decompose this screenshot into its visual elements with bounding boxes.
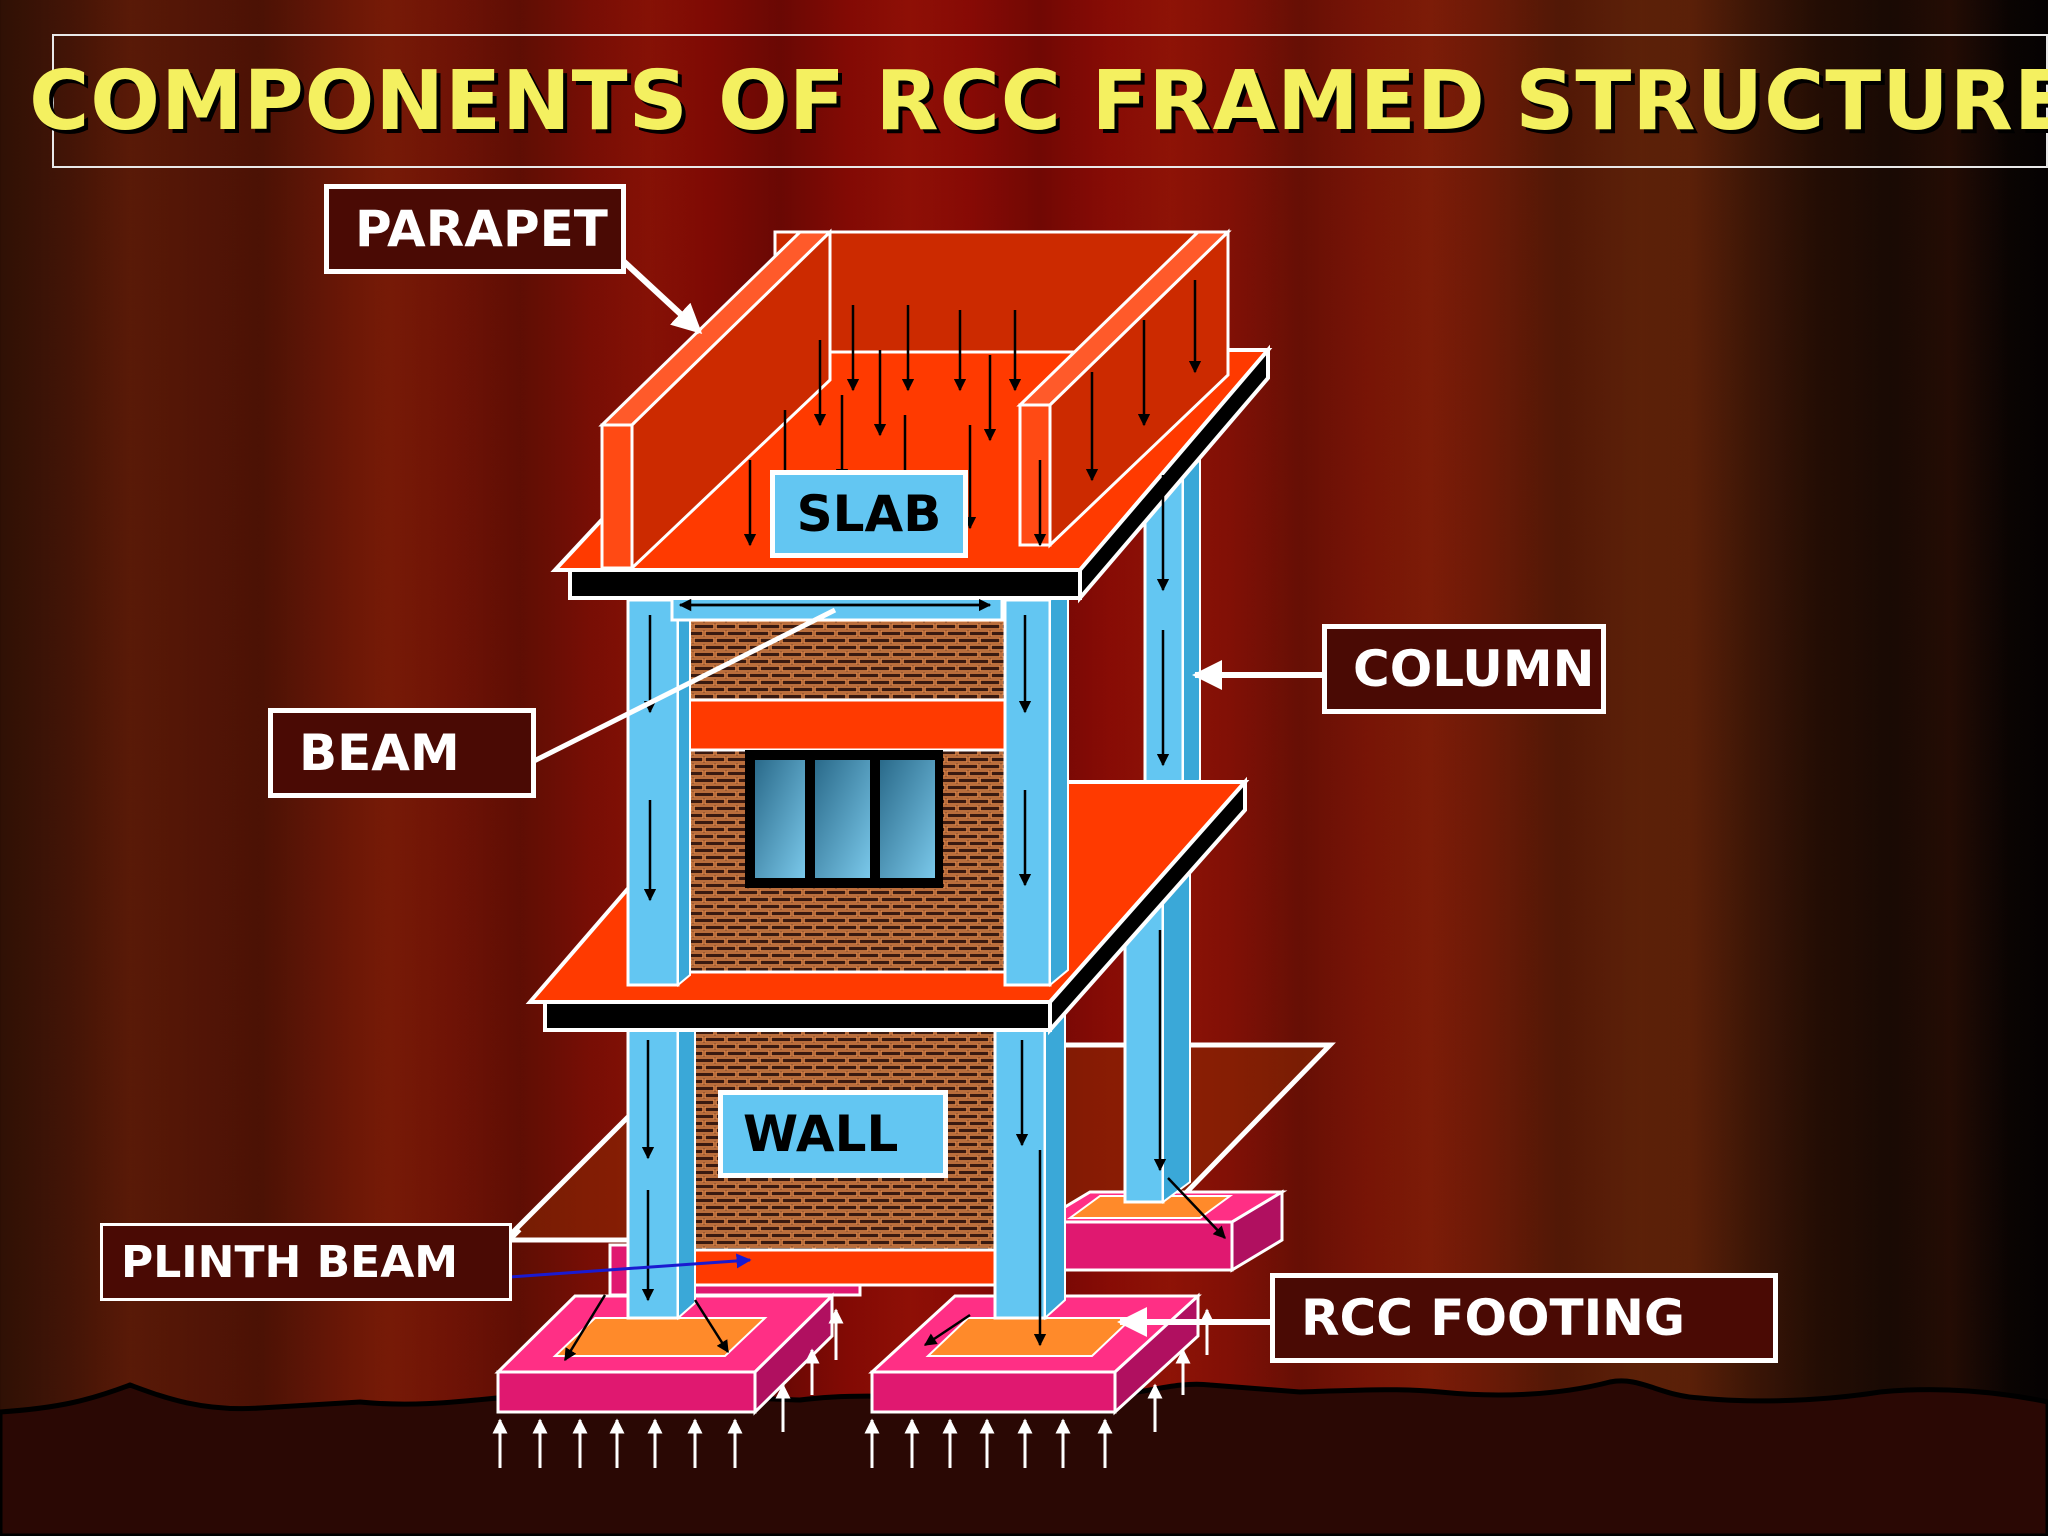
label-leader-lines — [494, 255, 1322, 1337]
column-front-left-upper — [626, 598, 680, 987]
roof-beam — [670, 596, 1004, 622]
plinth-beam-label: PLINTH BEAM — [100, 1223, 512, 1301]
column-front-right-upper — [1003, 598, 1052, 987]
footing-back-right — [1034, 1189, 1288, 1273]
column-load-arrows — [563, 475, 1226, 1362]
page-title: COMPONENTS OF RCC FRAMED STRUCTURE — [29, 53, 2048, 149]
wall-label: WALL — [718, 1090, 948, 1178]
window — [745, 750, 943, 888]
title-box: COMPONENTS OF RCC FRAMED STRUCTURE — [29, 34, 2048, 168]
parapet-label: PARAPET — [324, 184, 626, 274]
lintel-beam — [666, 698, 1018, 752]
beam-label: BEAM — [268, 708, 536, 798]
plinth-beam — [678, 1248, 1002, 1287]
slab-label: SLAB — [770, 470, 968, 558]
parapet — [598, 228, 1232, 572]
column-front-right-lower — [993, 1028, 1047, 1320]
column-front-left-lower — [626, 1028, 680, 1320]
rcc-footing-label: RCC FOOTING — [1270, 1273, 1778, 1363]
column-label: COLUMN — [1322, 624, 1606, 714]
soil-reaction-arrows — [492, 1308, 1215, 1468]
